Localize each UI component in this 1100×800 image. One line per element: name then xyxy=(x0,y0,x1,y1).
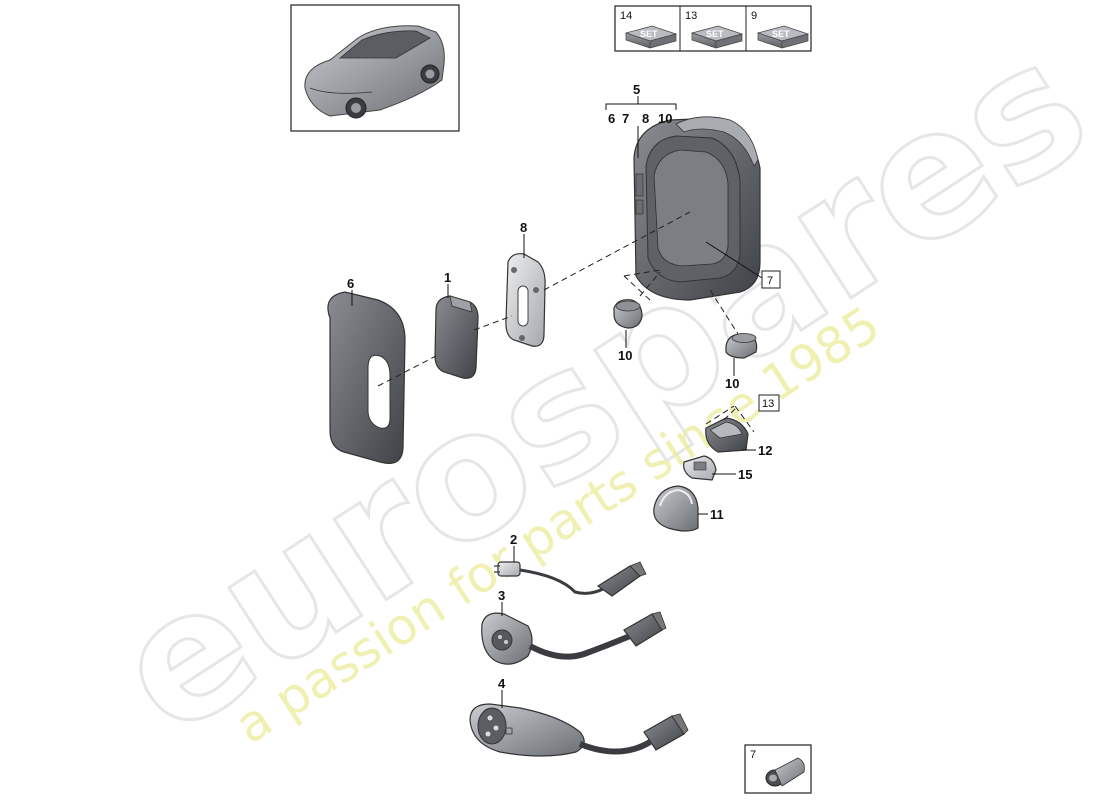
callout-15: 15 xyxy=(738,467,752,482)
assembly-lines xyxy=(377,211,755,433)
ref-box-7[interactable]: 7 xyxy=(761,270,781,289)
leader-lines xyxy=(351,96,763,708)
set-box-9[interactable]: 9 SET xyxy=(751,10,810,49)
callout-3: 3 xyxy=(498,588,505,603)
callout-labels: 6 1 8 5 6 7 8 10 10 10 12 15 11 2 3 4 xyxy=(347,82,772,691)
part-4-charging-plug[interactable] xyxy=(469,703,689,757)
set-package-icon xyxy=(690,25,744,49)
set-package-icon xyxy=(624,25,678,49)
car-icon xyxy=(304,25,445,119)
inset-number: 7 xyxy=(750,749,756,761)
set-boxes: 14 SET 13 SET 9 SET xyxy=(614,5,812,52)
part-11-flap-cover[interactable] xyxy=(653,485,699,532)
part-12-flap-base[interactable] xyxy=(705,417,749,453)
watermark: eurospares a passion for parts since 198… xyxy=(81,1,1100,777)
part-2-cable-small[interactable] xyxy=(494,561,647,597)
part-10-grommet-right[interactable] xyxy=(725,333,758,359)
ref-number: 13 xyxy=(762,398,774,410)
callout-6: 6 xyxy=(347,276,354,291)
set-box-13[interactable]: 13 SET xyxy=(685,10,744,49)
set-label: SET xyxy=(772,29,790,39)
set-qty: 13 xyxy=(685,10,697,22)
part-15-spring-plate[interactable] xyxy=(683,455,717,481)
callout-11: 11 xyxy=(710,507,724,522)
ref-box-13[interactable]: 13 xyxy=(758,394,780,412)
set-label: SET xyxy=(640,29,658,39)
set-package-icon xyxy=(756,25,810,49)
part-5-housing[interactable] xyxy=(633,116,761,301)
callout-10-right: 10 xyxy=(725,376,739,391)
callout-5-sub-7: 7 xyxy=(622,111,629,126)
callout-10-left: 10 xyxy=(618,348,632,363)
callout-1: 1 xyxy=(444,270,451,285)
set-box-14[interactable]: 14 SET xyxy=(620,10,678,49)
set-qty: 9 xyxy=(751,10,757,22)
part-10-grommet-left[interactable] xyxy=(613,299,643,329)
part-6-gasket[interactable] xyxy=(327,291,406,464)
callout-12: 12 xyxy=(758,443,772,458)
part-3-adapter[interactable] xyxy=(481,611,667,665)
ref-number: 7 xyxy=(767,275,773,287)
callout-5: 5 xyxy=(633,82,640,97)
callout-5-sub-6: 6 xyxy=(608,111,615,126)
callout-4: 4 xyxy=(498,676,506,691)
callout-5-sub-8: 8 xyxy=(642,111,649,126)
callout-5-sub-10: 10 xyxy=(658,111,672,126)
set-label: SET xyxy=(706,29,724,39)
callout-2: 2 xyxy=(510,532,517,547)
callout-8: 8 xyxy=(520,220,527,235)
inset-part-7[interactable]: 7 xyxy=(744,744,812,794)
part-1-pad[interactable] xyxy=(434,295,479,379)
vehicle-thumbnail xyxy=(290,4,460,132)
part-8-bracket[interactable] xyxy=(505,253,546,347)
set-qty: 14 xyxy=(620,10,632,22)
watermark-brand: eurospares xyxy=(82,2,1100,775)
cap-icon xyxy=(765,757,805,787)
